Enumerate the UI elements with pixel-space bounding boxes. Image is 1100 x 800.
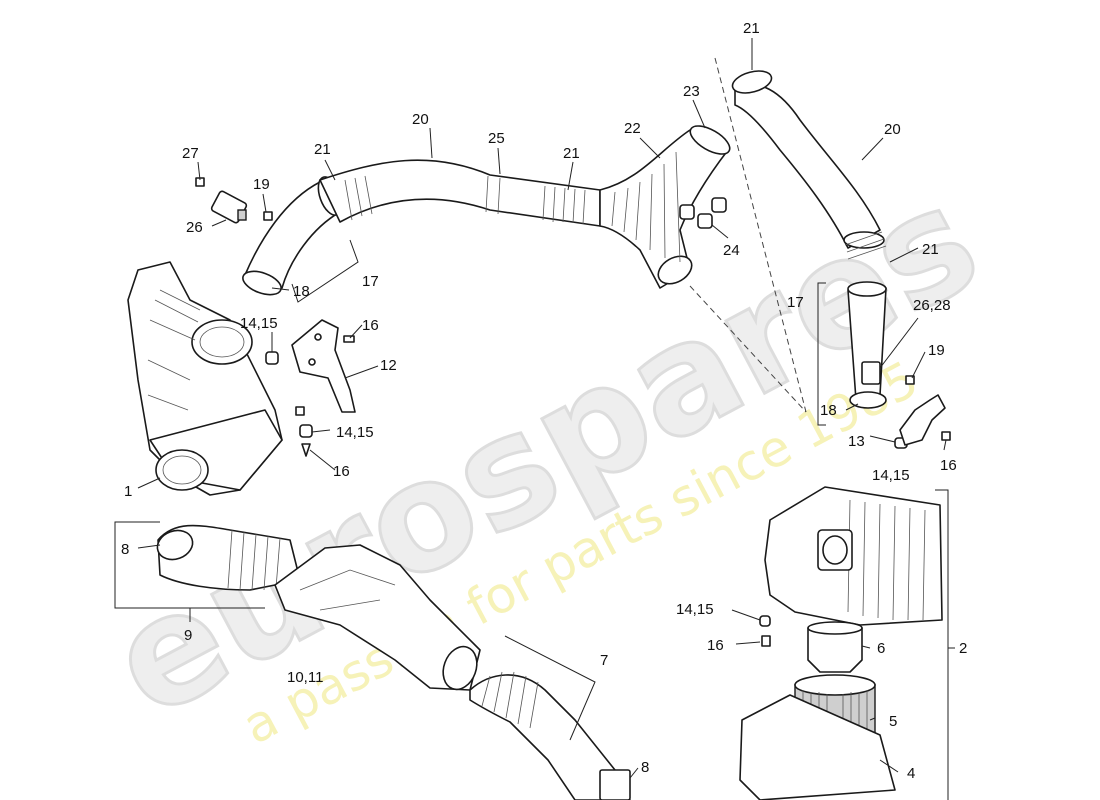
- callout-14-15-c: 14,15: [872, 467, 910, 484]
- callout-21-top: 21: [743, 20, 760, 37]
- callout-20-mid: 20: [412, 111, 429, 128]
- callout-19-right: 19: [928, 342, 945, 359]
- leader-lines: [114, 38, 955, 800]
- callout-14-15-d: 14,15: [676, 601, 714, 618]
- callouts: 21 23 20 20 22 25 21 21 27 19 26 24 21 1…: [121, 20, 967, 782]
- bracket-12: [291, 319, 356, 413]
- callout-18-right: 18: [820, 402, 837, 419]
- callout-6: 6: [877, 640, 885, 657]
- main-pipe: [319, 159, 601, 227]
- callout-16-a: 16: [362, 317, 379, 334]
- callout-16-d: 16: [707, 637, 724, 654]
- callout-22: 22: [624, 120, 641, 137]
- intake-tube-right: [847, 281, 887, 409]
- callout-16-c: 16: [333, 463, 350, 480]
- callout-23: 23: [683, 83, 700, 100]
- callout-7: 7: [600, 652, 608, 669]
- callout-21-right: 21: [922, 241, 939, 258]
- callout-13: 13: [848, 433, 865, 450]
- sensor-26: [210, 190, 248, 224]
- callout-20-right: 20: [884, 121, 901, 138]
- callout-16-b: 16: [940, 457, 957, 474]
- callout-1: 1: [124, 483, 132, 500]
- callout-4: 4: [907, 765, 915, 782]
- y-piece-22: [599, 125, 731, 289]
- callout-10-11: 10,11: [287, 669, 323, 686]
- callout-19-left: 19: [253, 176, 270, 193]
- callout-12: 12: [380, 357, 397, 374]
- bracket-13: [899, 394, 946, 446]
- air-box-upper-right: [764, 486, 943, 626]
- callout-5: 5: [889, 713, 897, 730]
- callout-24: 24: [723, 242, 740, 259]
- duct-7: [469, 671, 631, 800]
- callout-8-top: 8: [121, 541, 129, 558]
- callout-26: 26: [186, 219, 203, 236]
- callout-14-15-b: 14,15: [336, 424, 374, 441]
- callout-27: 27: [182, 145, 199, 162]
- callout-17-right: 17: [787, 294, 804, 311]
- callout-9: 9: [184, 627, 192, 644]
- callout-8-bottom: 8: [641, 759, 649, 776]
- air-box-lower-right: [739, 694, 896, 800]
- callout-14-15-a: 14,15: [240, 315, 278, 332]
- callout-25: 25: [488, 130, 505, 147]
- intake-duct-left: [156, 524, 301, 591]
- right-tube: [731, 70, 887, 260]
- callout-26-28: 26,28: [913, 297, 951, 314]
- fittings-24: [679, 197, 727, 229]
- callout-21-mid: 21: [563, 145, 580, 162]
- component-6: [807, 621, 863, 673]
- callout-17-left: 17: [362, 273, 379, 290]
- air-box-lower-left: [127, 261, 283, 496]
- callout-18-left: 18: [293, 283, 310, 300]
- duct-10-11: [274, 544, 481, 691]
- callout-2: 2: [959, 640, 967, 657]
- reference-lines: [689, 57, 807, 413]
- callout-21-left: 21: [314, 141, 331, 158]
